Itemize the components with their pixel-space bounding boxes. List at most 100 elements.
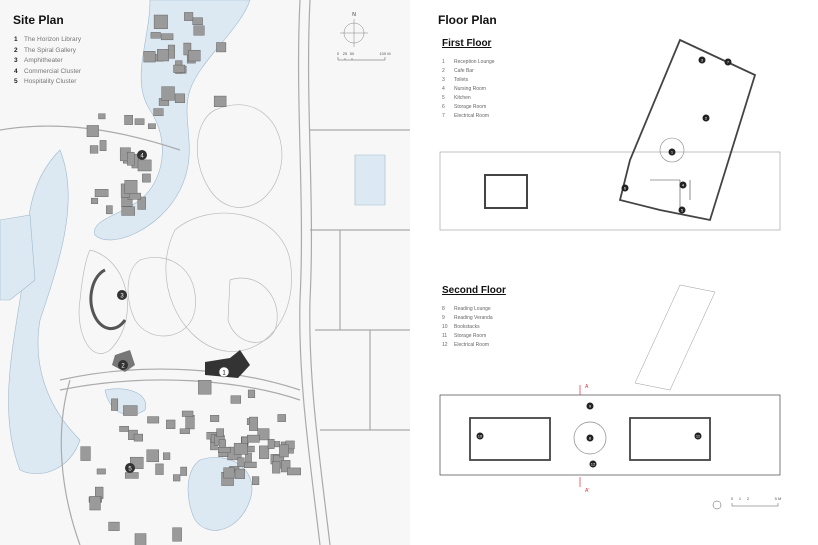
marker-5: 5	[128, 467, 132, 473]
building	[123, 405, 138, 416]
site-plan-drawing: 1 2 3 4 5 N 0 25 50 100 M	[0, 0, 410, 545]
building	[237, 457, 245, 468]
building	[153, 14, 168, 29]
building	[142, 173, 151, 183]
building	[96, 468, 106, 475]
building	[134, 118, 145, 125]
marker-2: 2	[121, 364, 125, 370]
second-floor-roof-outline	[634, 284, 716, 391]
svg-text:25: 25	[343, 51, 348, 56]
building	[146, 449, 159, 463]
building	[180, 466, 188, 476]
building	[272, 461, 281, 474]
site-scale-bar: 0 25 50 100 M	[337, 51, 391, 61]
svg-text:50: 50	[350, 51, 355, 56]
building	[218, 447, 231, 454]
building	[147, 416, 160, 424]
building	[173, 64, 186, 73]
floor-scale-bar: 0 1 2 5 M	[712, 496, 782, 510]
building	[137, 196, 146, 210]
building	[181, 410, 194, 417]
building	[277, 414, 286, 422]
building	[89, 145, 99, 154]
section-label-a: A	[585, 384, 589, 390]
room-marker-label: 5	[681, 208, 684, 213]
north-arrow: N	[340, 12, 368, 47]
building	[133, 433, 144, 442]
building	[287, 467, 301, 476]
building	[127, 151, 135, 166]
horizon-library-footprint	[205, 350, 250, 378]
building	[111, 398, 119, 411]
svg-text:2: 2	[747, 496, 750, 501]
building	[230, 395, 241, 404]
building	[183, 42, 192, 56]
building	[163, 452, 171, 460]
building	[259, 445, 270, 459]
building	[279, 444, 289, 458]
site-plan-title: Site Plan	[13, 13, 64, 27]
building	[119, 426, 129, 432]
buildings	[80, 12, 301, 545]
room-marker-label: 3	[701, 58, 704, 63]
floor-plan-title: Floor Plan	[438, 13, 497, 27]
building	[185, 414, 195, 430]
building	[252, 476, 260, 485]
room-marker	[586, 434, 594, 442]
first-floor-plan	[439, 38, 781, 231]
building	[174, 93, 185, 103]
room-marker-label: 7	[727, 60, 730, 65]
building	[244, 461, 257, 469]
building	[155, 463, 164, 475]
building	[148, 123, 156, 129]
building	[124, 180, 138, 194]
marker-4: 4	[140, 154, 144, 160]
building	[172, 527, 182, 542]
building	[160, 33, 174, 41]
building	[247, 389, 256, 398]
svg-text:5 M: 5 M	[775, 496, 782, 501]
room-marker	[621, 184, 629, 192]
room-marker	[702, 114, 710, 122]
marker-3: 3	[120, 294, 124, 300]
room-marker	[698, 56, 706, 64]
building	[153, 108, 164, 116]
room-marker-label: 1	[671, 150, 674, 155]
room-marker-label: 11	[696, 434, 701, 439]
room-marker	[694, 432, 702, 440]
building	[89, 496, 101, 511]
building	[246, 434, 260, 443]
building	[130, 456, 144, 469]
building	[167, 44, 175, 59]
building	[134, 533, 147, 545]
room-marker	[586, 402, 594, 410]
building	[124, 472, 139, 479]
building	[216, 428, 224, 437]
building	[80, 446, 91, 461]
building	[198, 380, 212, 395]
building	[267, 438, 275, 449]
room-marker-label: 2	[705, 116, 708, 121]
building	[233, 442, 248, 455]
building	[86, 125, 99, 137]
first-floor-title: First Floor	[442, 38, 492, 49]
building	[124, 115, 133, 125]
svg-text:100 M: 100 M	[379, 51, 390, 56]
building	[143, 51, 156, 63]
building	[249, 416, 258, 431]
building	[137, 159, 152, 172]
building	[213, 95, 227, 108]
